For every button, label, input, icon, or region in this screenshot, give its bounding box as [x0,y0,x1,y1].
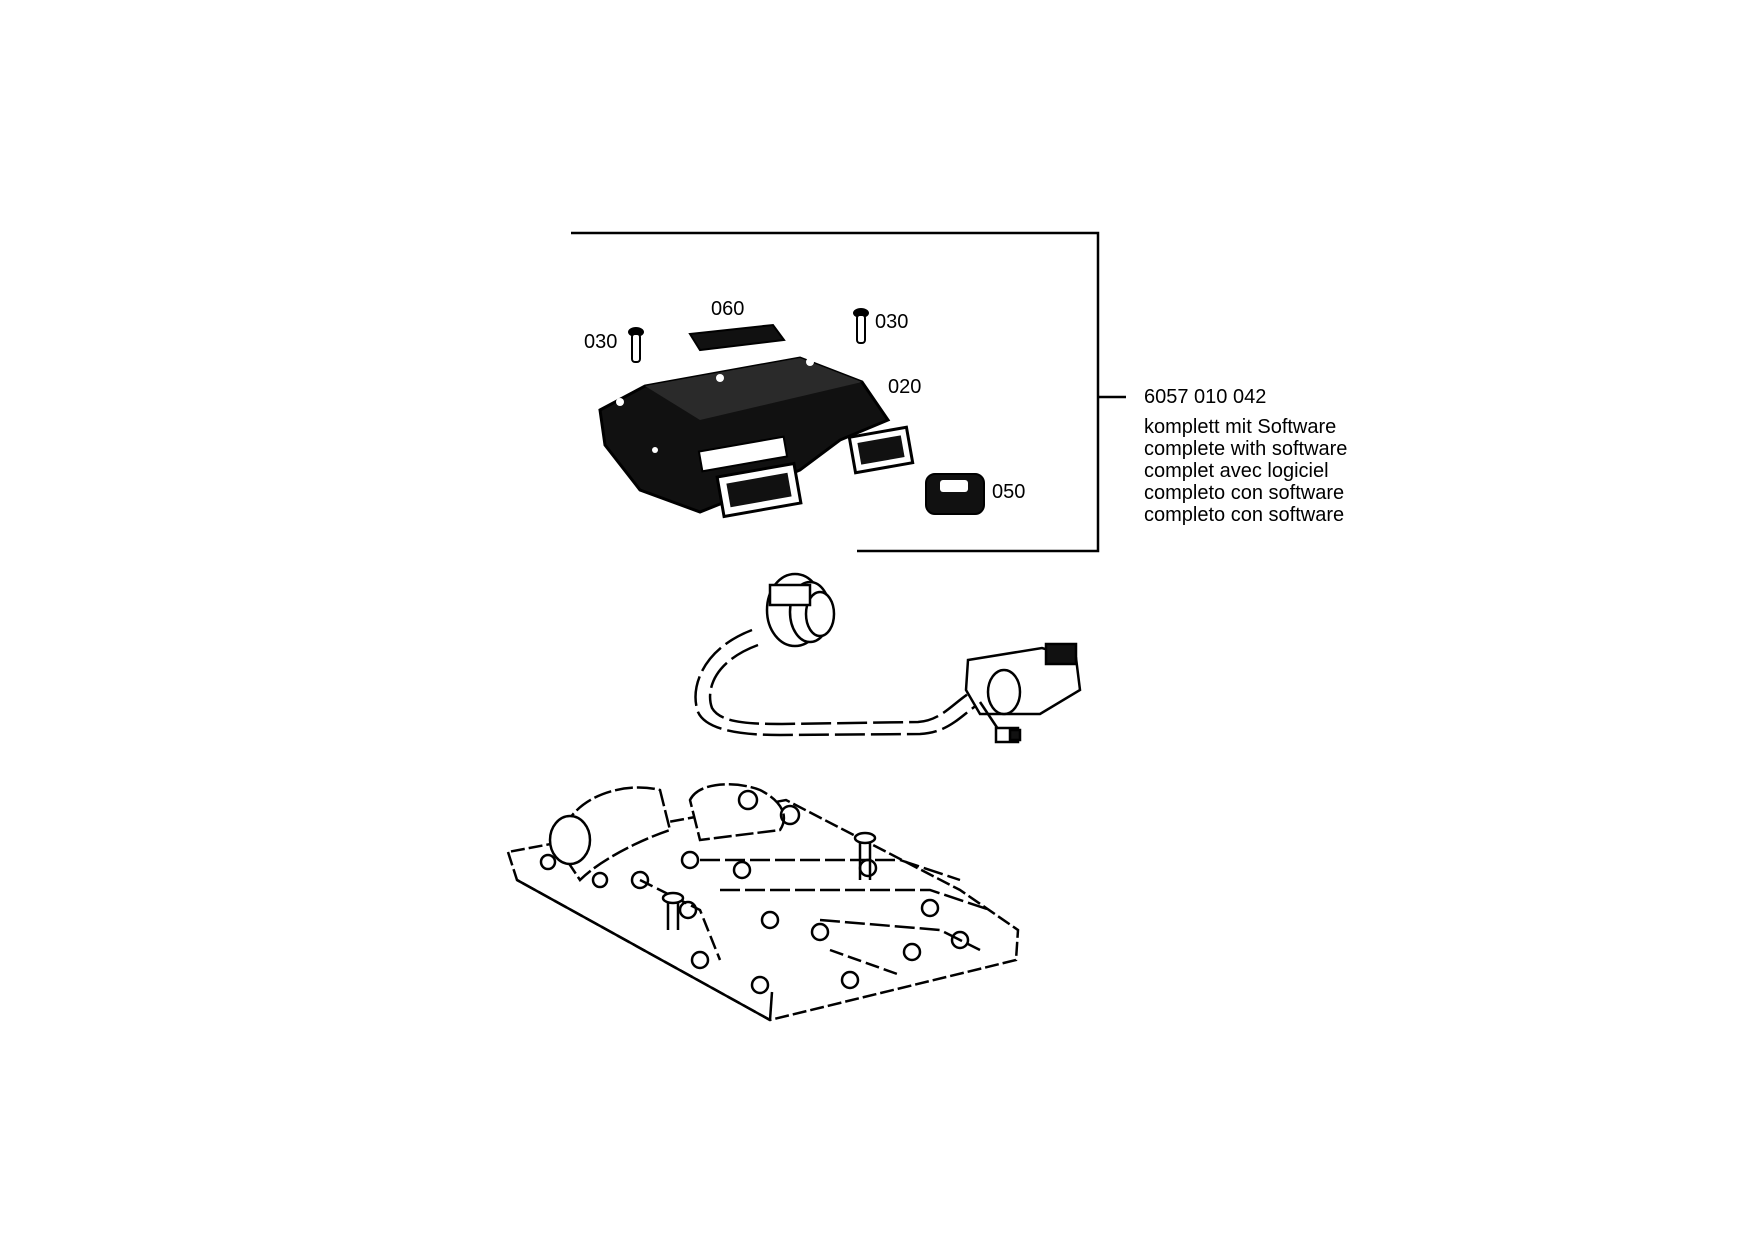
callout-label-plate: 060 [711,298,745,320]
assembly-description-fr: complet avec logiciel [1144,460,1329,482]
callout-control-unit: 020 [888,376,922,398]
screw-right-icon [853,308,869,344]
callout-connector-cap: 050 [992,481,1026,503]
assembly-description-de: komplett mit Software [1144,416,1337,438]
assembly-description-en: complete with software [1144,438,1348,460]
assembly-bracket [571,231,1126,553]
callout-screw-right: 030 [875,311,909,333]
assembly-description-it: completo con software [1144,504,1345,526]
wiring-harness-icon [694,572,1082,744]
callout-screw-left: 030 [584,331,618,353]
valve-body-icon [506,783,1020,1022]
control-unit-icon [598,356,915,519]
label-plate-icon [688,323,786,352]
screw-left-icon [628,327,644,363]
assembly-part-number: 6057 010 042 [1144,386,1267,408]
connector-cap-icon [925,473,985,515]
assembly-description-es: completo con software [1144,482,1345,504]
